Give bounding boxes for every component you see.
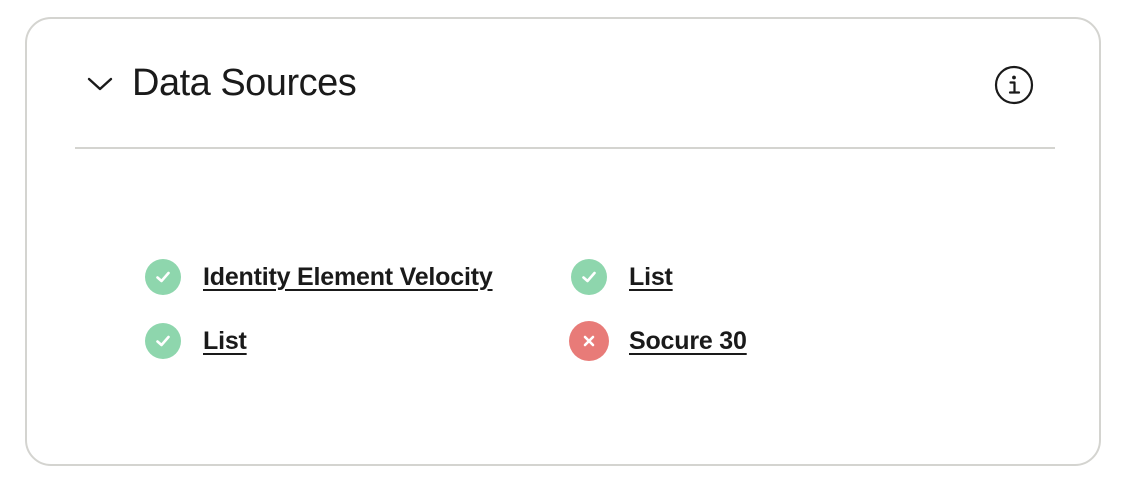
chevron-down-icon — [87, 77, 113, 91]
data-source-item: List — [571, 257, 673, 297]
data-source-link-list-2[interactable]: List — [203, 326, 247, 355]
header-divider — [75, 147, 1055, 149]
data-sources-panel: Data Sources Identity Element Velocity — [25, 17, 1101, 466]
info-button[interactable] — [994, 65, 1034, 105]
check-icon — [571, 259, 607, 295]
panel-header: Data Sources — [27, 19, 1099, 149]
check-icon — [145, 259, 181, 295]
check-icon — [145, 323, 181, 359]
collapse-toggle-button[interactable] — [85, 69, 115, 99]
data-source-link-socure-30[interactable]: Socure 30 — [629, 326, 747, 355]
data-source-item: Identity Element Velocity — [145, 257, 493, 297]
info-icon — [994, 65, 1034, 105]
data-source-item: List — [145, 321, 247, 361]
panel-title: Data Sources — [132, 62, 357, 104]
x-icon — [569, 321, 609, 361]
data-source-link-identity-element-velocity[interactable]: Identity Element Velocity — [203, 262, 493, 291]
data-source-link-list[interactable]: List — [629, 262, 673, 291]
data-source-list: Identity Element Velocity List List — [145, 257, 845, 387]
data-source-item: Socure 30 — [569, 321, 747, 361]
